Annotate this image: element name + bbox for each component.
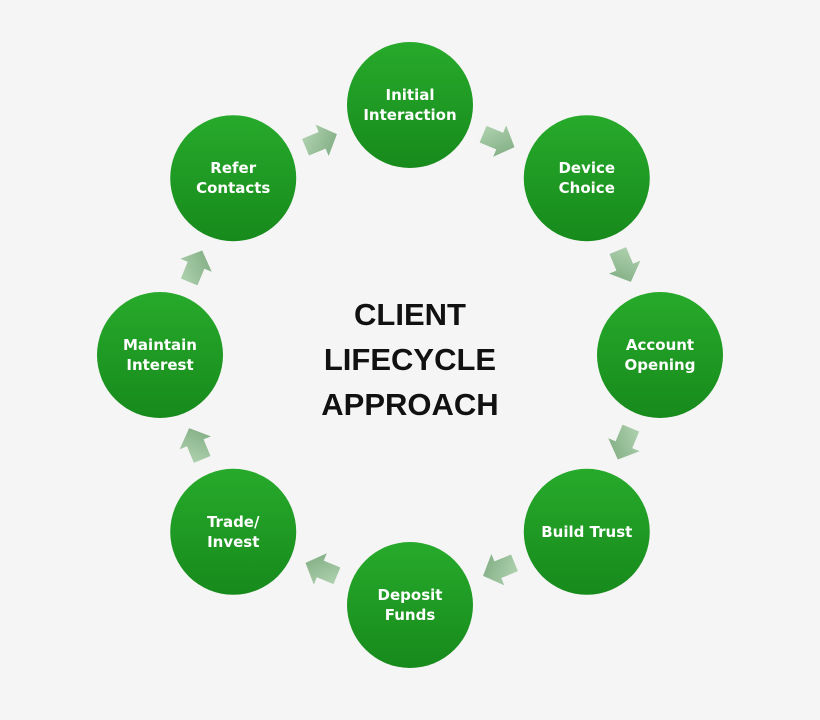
step-label: Invest [207, 533, 259, 551]
step-label: Interest [126, 356, 193, 374]
step-circle [97, 292, 223, 418]
step-label: Build Trust [541, 523, 632, 541]
step-circle [347, 542, 473, 668]
step-label: Funds [385, 606, 436, 624]
step-label: Initial [386, 86, 435, 104]
step-label: Contacts [196, 179, 270, 197]
step-circle [170, 115, 297, 242]
title-line: LIFECYCLE [323, 342, 497, 377]
step-label: Device [558, 159, 615, 177]
step-label: Maintain [123, 336, 197, 354]
step-label: Account [626, 336, 694, 354]
step-circle [523, 115, 650, 242]
step-label: Interaction [363, 106, 456, 124]
title-line: CLIENT [354, 297, 466, 332]
flow-arrow-icon [180, 250, 212, 286]
diagram-title: CLIENT LIFECYCLE APPROACH [260, 292, 560, 427]
flow-arrow-icon [302, 124, 337, 156]
flow-arrow-icon [179, 428, 211, 463]
flow-arrow-icon [305, 553, 341, 585]
step-node: Build Trust [523, 468, 650, 595]
step-label: Refer [210, 159, 256, 177]
step-circle [597, 292, 723, 418]
step-label: Opening [625, 356, 696, 374]
flow-arrow-icon [608, 424, 640, 460]
step-circle [347, 42, 473, 168]
flow-arrow-icon [483, 554, 518, 586]
step-circle [170, 468, 297, 595]
step-label: Deposit [378, 586, 443, 604]
step-label: Trade/ [207, 513, 260, 531]
step-label: Choice [559, 179, 615, 197]
title-line: APPROACH [321, 387, 499, 422]
step-circle [523, 468, 650, 595]
flow-arrow-icon [479, 125, 515, 157]
step-node: Trade/Invest [170, 468, 297, 595]
flow-arrow-icon [609, 247, 641, 282]
